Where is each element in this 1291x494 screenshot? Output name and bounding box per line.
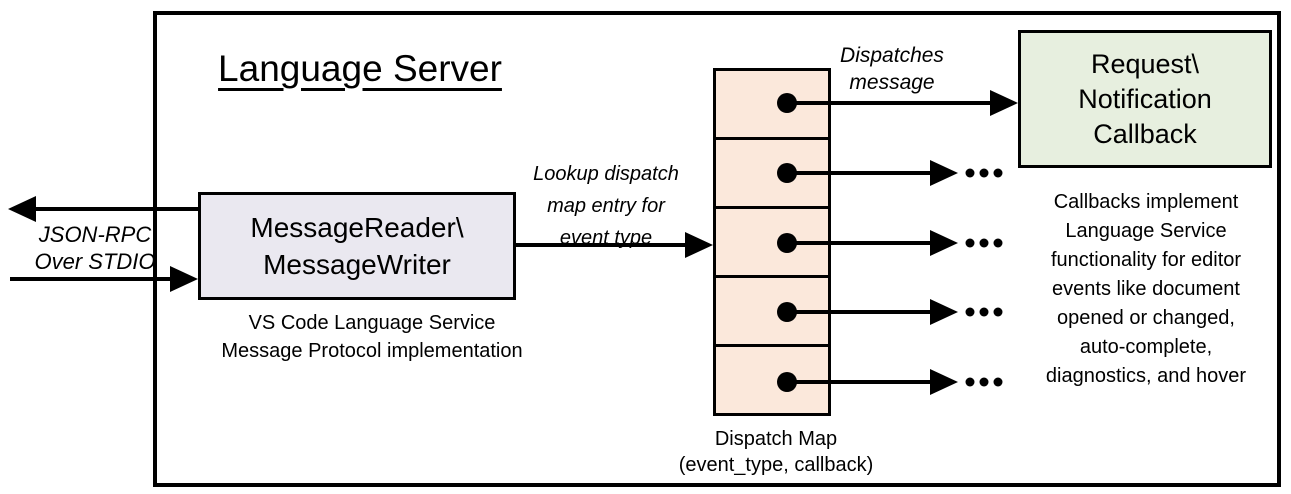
message-reader-writer-box: MessageReader\ MessageWriter [198, 192, 516, 300]
reader-caption: VS Code Language Service Message Protoco… [221, 312, 523, 362]
dispatch-map-cell [716, 137, 828, 206]
dispatch-map-cell [716, 275, 828, 344]
dispatch-map-caption: Dispatch Map (event_type, callback) [678, 428, 874, 476]
diagram-title: Language Server [218, 48, 502, 89]
dispatch-map-cell [716, 206, 828, 275]
dispatch-map [713, 68, 831, 416]
json-rpc-label: JSON-RPC Over STDIO [34, 222, 156, 274]
callback-caption: Callbacks implement Language Service fun… [1045, 191, 1247, 387]
dispatches-label: Dispatches message [840, 44, 944, 94]
request-notification-callback-box: Request\ Notification Callback [1018, 30, 1272, 168]
lookup-label: Lookup dispatch map entry for event type [533, 163, 679, 249]
dispatch-map-cell [716, 344, 828, 413]
